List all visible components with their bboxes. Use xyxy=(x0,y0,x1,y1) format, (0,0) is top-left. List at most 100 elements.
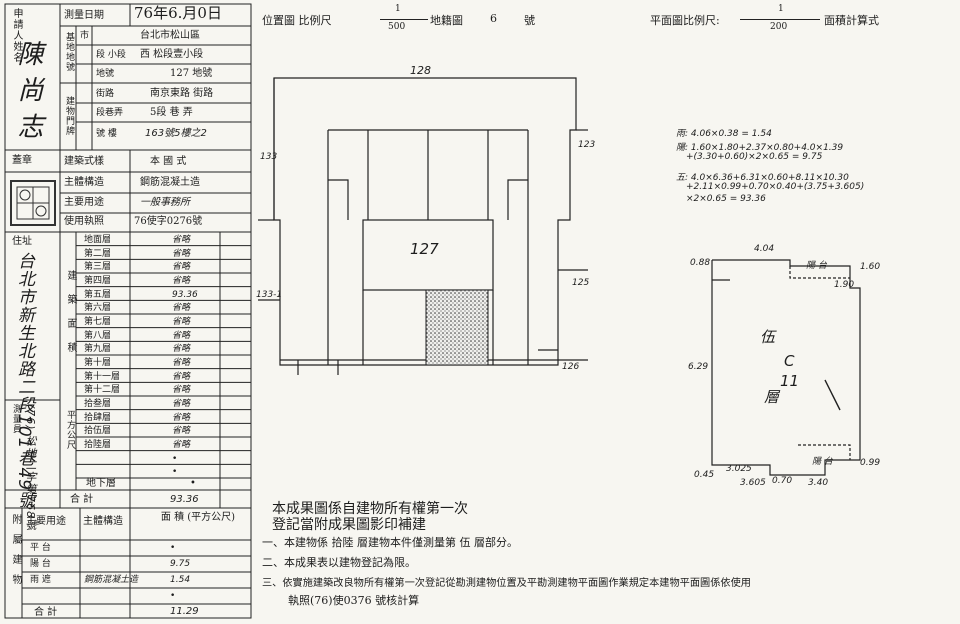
address-label: 住址 xyxy=(12,236,32,247)
fp-bottom-right-small: 0.99 xyxy=(860,458,881,468)
site-top-dim: 128 xyxy=(410,64,431,77)
fp-bottom-right-dim: 3.40 xyxy=(808,478,829,488)
note-title-2: 登記當附成果圖影印補建 xyxy=(272,517,426,533)
calc-line-5: +2.11×0.99+0.70×0.40+(3.75+3.605) xyxy=(686,182,865,192)
floor-row-value: 省略 xyxy=(172,399,191,409)
site-right-low-dim: 126 xyxy=(562,362,580,372)
note-item-1: 一、本建物係 拾陸 層建物本件僅測量第 伍 層部分。 xyxy=(262,536,518,549)
floor-row-name: 第十層 xyxy=(84,358,112,368)
calc-line-2: 陽: 1.60×1.80+2.37×0.80+4.0×1.39 xyxy=(676,143,844,153)
survey-date-label: 測量日期 xyxy=(64,10,104,21)
floor-row-name: 第六層 xyxy=(84,303,112,314)
fp-balcony-bottom: 陽 台 xyxy=(812,457,833,467)
fp-unit-label-1: 伍 xyxy=(760,328,776,346)
section-label: 段 小段 xyxy=(96,50,126,60)
fp-bottom-mid-dim: 0.70 xyxy=(772,476,793,486)
building-type-value: 本 國 式 xyxy=(150,156,187,167)
floor-row-name: 第二層 xyxy=(84,248,112,259)
total-label: 合 計 xyxy=(70,494,94,505)
site-lot-no: 127 xyxy=(410,240,439,258)
annex-struct-label: 主體構造 xyxy=(83,516,123,527)
record-table-grid xyxy=(4,3,252,619)
floor-row-name: 第八層 xyxy=(84,330,112,341)
basement-label: 地下層 xyxy=(86,478,116,489)
door-label: 建物門牌 xyxy=(64,96,74,136)
address-value: 台北市新生北路二段101巷49號 xyxy=(14,252,34,510)
structure-value: 鋼筋混凝土造 xyxy=(140,177,200,188)
floor-row-value: 省略 xyxy=(172,344,191,355)
location-scale-bar xyxy=(380,19,428,20)
surveyor-value: (76) 松地二字第768號 xyxy=(24,404,37,532)
floor-row-value: • xyxy=(172,467,178,478)
floor-row-name: 第四層 xyxy=(84,276,112,286)
floor-row-value: 省略 xyxy=(172,426,191,437)
calc-line-6: ×2×0.65 = 93.36 xyxy=(686,194,766,204)
floor-row-value: 93.36 xyxy=(172,289,198,300)
annex-row-area: • xyxy=(170,543,176,553)
floor-row-name: 拾肆層 xyxy=(84,412,112,423)
seal-label: 蓋章 xyxy=(12,155,32,166)
annex-row-use: 陽 台 xyxy=(30,559,51,569)
fp-left-mid-dim: 6.29 xyxy=(688,362,709,372)
main-use-value: 一般事務所 xyxy=(140,197,190,208)
annex-row-use: 雨 遮 xyxy=(30,575,51,585)
structure-label: 主體構造 xyxy=(64,177,104,188)
street-label: 街路 xyxy=(96,89,115,99)
floor-scale-den: 200 xyxy=(770,22,788,32)
cadastral-label: 地籍圖 xyxy=(430,14,463,27)
annex-row-area: • xyxy=(170,591,176,601)
annex-row-use: 平 台 xyxy=(30,543,51,553)
fp-unit-label-2: C xyxy=(784,352,795,370)
location-scale-den: 500 xyxy=(388,22,406,32)
floor-row-value: 省略 xyxy=(172,358,191,368)
cadastral-no: 6 xyxy=(490,12,497,25)
seal-stamp-icon xyxy=(10,180,56,226)
area-calc-label: 面積計算式 xyxy=(824,14,879,27)
annex-row-area: 1.54 xyxy=(170,575,191,585)
lot-value: 127 地號 xyxy=(170,68,213,79)
site-left-mid-dim: 133-1 xyxy=(256,290,283,300)
floor-row-value: 省略 xyxy=(172,385,191,396)
applicant-label: 申請人姓名 xyxy=(11,8,22,63)
annex-total-value: 11.29 xyxy=(170,606,199,617)
license-value: 76使字0276號 xyxy=(134,216,203,227)
floors-label: 建築面積 xyxy=(65,270,76,366)
applicant-name: 陳 尚 志 xyxy=(13,40,43,140)
annex-use-label: 主要用途 xyxy=(26,516,66,527)
license-label: 使用執照 xyxy=(64,216,104,227)
lane-value: 5段 巷 弄 xyxy=(150,107,193,118)
annex-row-struct: 鋼筋混凝土造 xyxy=(84,575,139,585)
floor-row-name: 第五層 xyxy=(84,289,112,300)
floor-row-name: 第三層 xyxy=(84,262,112,273)
floor-row-value: 省略 xyxy=(172,412,191,423)
floor-scale-bar xyxy=(740,19,820,20)
surveyor-label: 測量員 xyxy=(11,404,21,434)
calc-line-3: +(3.30+0.60)×2×0.65 = 9.75 xyxy=(686,152,823,162)
floor-row-name: 第十二層 xyxy=(84,385,121,396)
building-type-label: 建築式樣 xyxy=(64,156,104,167)
lot-label: 地號 xyxy=(96,69,115,79)
fp-bottom-left-dim: 3.025 xyxy=(726,464,752,474)
area-unit-label: 平方公尺 xyxy=(65,410,75,450)
floor-row-value: • xyxy=(172,453,178,464)
floor-row-name: 第七層 xyxy=(84,317,112,327)
total-value: 93.36 xyxy=(170,494,199,505)
floor-row-value: 省略 xyxy=(172,303,191,314)
street-value: 南京東路 街路 xyxy=(150,88,214,99)
site-right-top-dim: 123 xyxy=(578,140,596,150)
fp-right-dim: 1.60 xyxy=(860,262,881,272)
annex-row-area: 9.75 xyxy=(170,559,191,569)
floor-row-value: 省略 xyxy=(172,262,191,273)
site-left-top-dim: 133 xyxy=(260,152,278,162)
fp-balcony-top: 陽 台 xyxy=(806,261,827,271)
floor-row-value: 省略 xyxy=(172,276,191,286)
base-label: 基地地號 xyxy=(64,32,74,72)
section-value: 西 松段壹小段 xyxy=(140,49,204,60)
calc-line-4: 五: 4.0×6.36+6.31×0.60+8.11×10.30 xyxy=(676,173,849,183)
main-use-label: 主要用途 xyxy=(64,197,104,208)
number-value: 163號5樓之2 xyxy=(145,128,207,139)
floor-row-value: 省略 xyxy=(172,248,191,259)
lane-label: 段巷弄 xyxy=(96,108,124,118)
fp-bottom-far-left: 0.45 xyxy=(694,470,715,480)
fp-unit-label-3: 11 xyxy=(780,372,800,390)
